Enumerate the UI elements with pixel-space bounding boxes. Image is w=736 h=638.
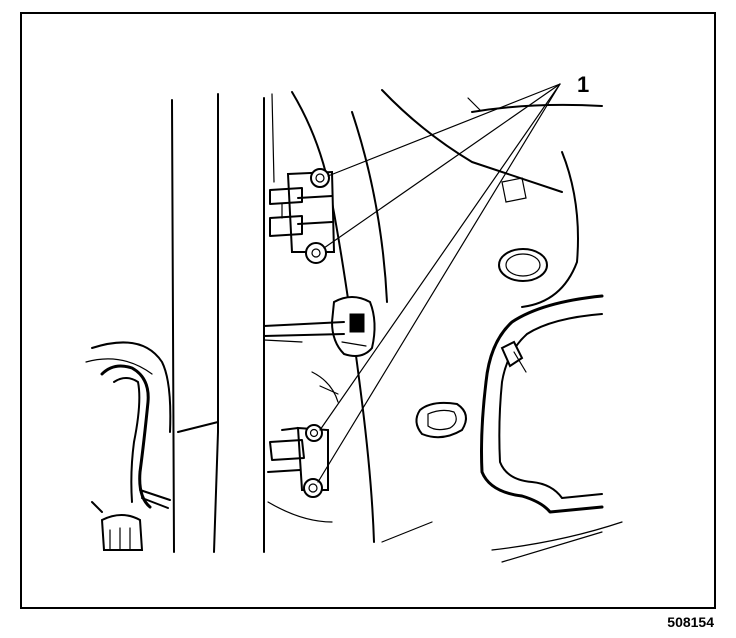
upper-hinge [269, 168, 336, 264]
door-hinge-illustration [85, 83, 623, 563]
callout-label-1: 1 [577, 72, 590, 97]
trim-opening [480, 294, 604, 514]
upper-hinge-bolt-top [310, 168, 330, 188]
wiring-harness [85, 341, 172, 551]
callout-leader-lines [317, 83, 561, 483]
figure-id: 508154 [667, 614, 714, 630]
access-hole [498, 248, 548, 282]
lower-hinge [267, 371, 339, 523]
upper-hinge-bolt-bottom [305, 242, 327, 264]
lower-hinge-bolt-top [305, 424, 323, 442]
door-pillar [171, 93, 303, 553]
lower-hinge-bolt-bottom [303, 478, 323, 498]
lower-slot [415, 401, 467, 439]
figure-frame: 1 [20, 12, 716, 609]
door-check [263, 296, 376, 357]
